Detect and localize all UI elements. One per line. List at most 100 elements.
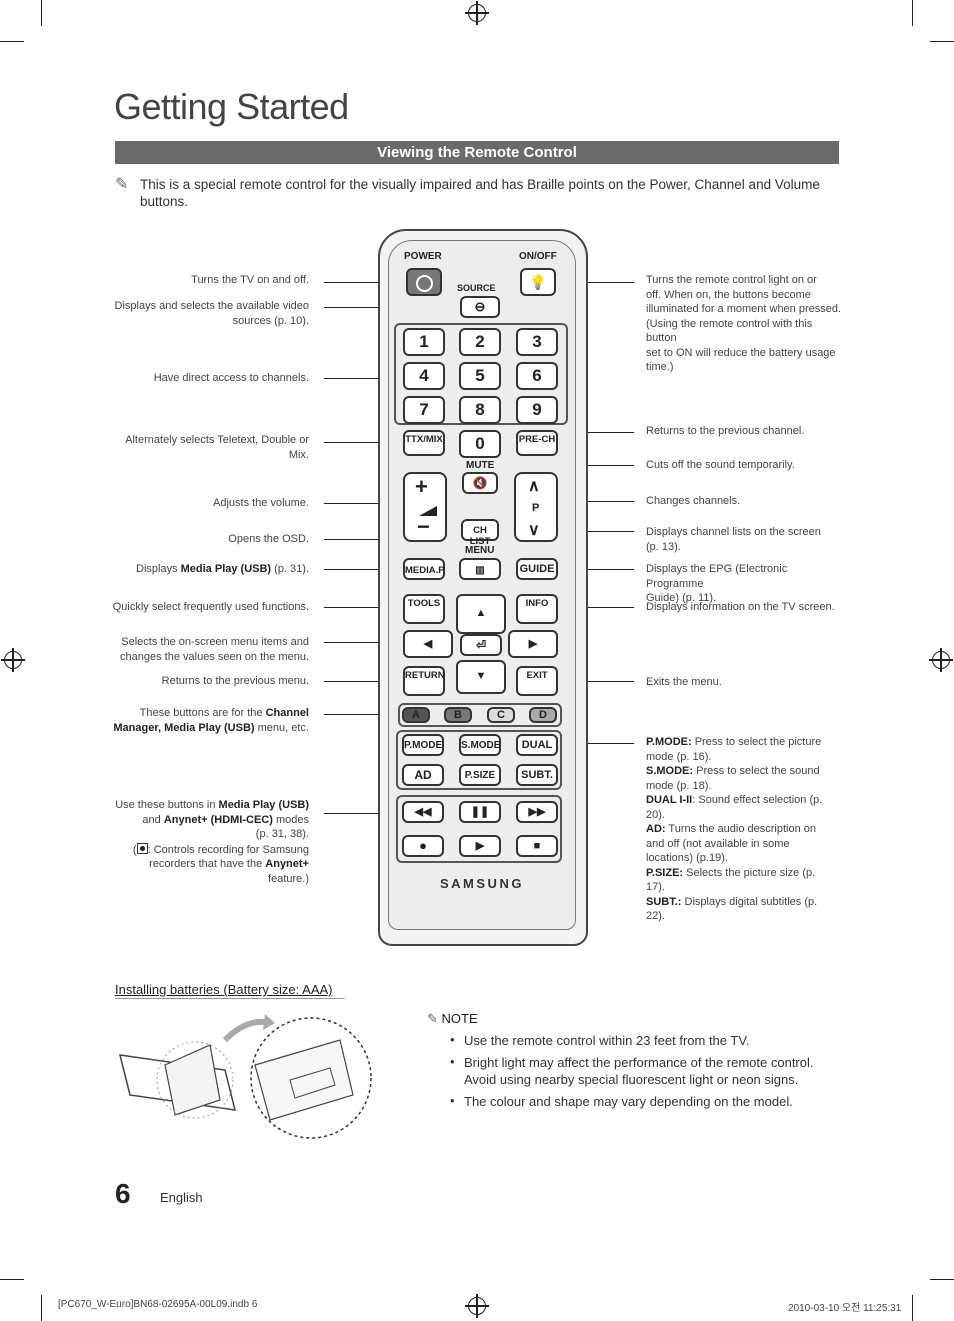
dual-button[interactable]: DUAL: [516, 734, 558, 756]
digit-4-button[interactable]: 4: [403, 362, 445, 390]
color-c-button[interactable]: C: [487, 707, 515, 723]
leader-line: [556, 681, 634, 683]
arrow-right-icon: ▶: [528, 638, 538, 650]
channel-rocker[interactable]: ∧ P ∨: [514, 472, 558, 542]
leader-line: [324, 569, 404, 571]
nav-right-button[interactable]: ▶: [508, 630, 558, 658]
source-label: SOURCE: [457, 283, 496, 293]
label-return: Returns to the previous menu.: [161, 675, 309, 687]
stop-icon: ■: [533, 840, 541, 852]
note-list: Use the remote control within 23 feet fr…: [450, 1031, 840, 1115]
label-info: Displays information on the TV screen.: [646, 601, 835, 613]
power-button[interactable]: [406, 268, 442, 296]
record-dot-icon: ●: [419, 838, 427, 853]
arrow-left-icon: ◀: [423, 638, 433, 650]
digit-7-button[interactable]: 7: [403, 396, 445, 424]
label-media-p: Displays Media Play (USB) (p. 31).: [136, 563, 309, 575]
rewind-button[interactable]: ◀◀: [402, 801, 444, 823]
pre-ch-button[interactable]: PRE-CH: [516, 430, 558, 456]
exit-button[interactable]: EXIT: [516, 666, 558, 696]
play-button[interactable]: ▶: [459, 835, 501, 857]
media-p-button[interactable]: MEDIA.P: [403, 558, 445, 580]
ad-button[interactable]: AD: [402, 764, 444, 786]
digit-8-button[interactable]: 8: [459, 396, 501, 424]
registration-mark-right: [929, 648, 953, 672]
guide-button[interactable]: GUIDE: [516, 558, 558, 580]
p-mode-button[interactable]: P.MODE: [402, 734, 444, 756]
divider: [115, 998, 345, 999]
registration-mark-top: [465, 1, 489, 25]
menu-label: MENU: [465, 545, 495, 556]
color-d-button[interactable]: D: [529, 707, 557, 723]
intro-note: ✎ This is a special remote control for t…: [115, 176, 835, 210]
source-button[interactable]: ⊖: [460, 296, 500, 318]
source-icon: ⊖: [474, 299, 486, 314]
fast-forward-button[interactable]: ▶▶: [516, 801, 558, 823]
label-mode-buttons: P.MODE: Press to select the picture mode…: [646, 736, 823, 922]
tools-button[interactable]: TOOLS: [403, 594, 445, 624]
stop-button[interactable]: ■: [516, 835, 558, 857]
leader-line: [556, 607, 634, 609]
onoff-label: ON/OFF: [519, 251, 557, 262]
nav-down-button[interactable]: ▼: [456, 660, 506, 694]
subt-button[interactable]: SUBT.: [516, 764, 558, 786]
label-exit: Exits the menu.: [646, 676, 722, 688]
onoff-button[interactable]: 💡: [520, 268, 556, 296]
digit-5-button[interactable]: 5: [459, 362, 501, 390]
nav-left-button[interactable]: ◀: [403, 630, 453, 658]
digit-2-button[interactable]: 2: [459, 328, 501, 356]
label-channel: Changes channels.: [646, 495, 741, 507]
pause-button[interactable]: ❚❚: [459, 801, 501, 823]
note-heading: ✎ NOTE: [427, 1011, 478, 1026]
speaker-mute-icon: 🔇: [472, 476, 488, 490]
pencil-icon: ✎: [115, 176, 129, 193]
ttx-mix-button[interactable]: TTX/MIX: [403, 430, 445, 456]
leader-line: [556, 282, 634, 284]
digit-1-button[interactable]: 1: [403, 328, 445, 356]
leader-line: [324, 282, 406, 284]
digit-3-button[interactable]: 3: [516, 328, 558, 356]
intro-line-1: This is a special remote control for the…: [140, 177, 820, 192]
digit-9-button[interactable]: 9: [516, 396, 558, 424]
color-b-button[interactable]: B: [444, 707, 472, 723]
enter-icon: ⏎: [475, 638, 487, 652]
nav-up-button[interactable]: ▲: [456, 594, 506, 634]
menu-icon: ▥: [475, 565, 485, 576]
record-button[interactable]: ●: [402, 835, 444, 857]
enter-button[interactable]: ⏎: [460, 634, 502, 656]
footer-date: 2010-03-10 오전 11:25:31: [788, 1303, 902, 1314]
leader-line: [324, 642, 404, 644]
pause-icon: ❚❚: [470, 806, 490, 818]
label-prech: Returns to the previous channel.: [646, 425, 805, 437]
play-icon: ▶: [475, 840, 485, 852]
label-volume: Adjusts the volume.: [213, 497, 309, 509]
label-numbers: Have direct access to channels.: [153, 372, 309, 384]
power-label: POWER: [404, 251, 442, 262]
digit-0-button[interactable]: 0: [459, 430, 501, 458]
s-mode-button[interactable]: S.MODE: [459, 734, 501, 756]
list-item: Use the remote control within 23 feet fr…: [450, 1031, 840, 1049]
footer-file: [PC670_W-Euro]BN68-02695A-00L09.indb 6: [58, 1299, 258, 1310]
pencil-icon: ✎: [427, 1011, 438, 1026]
mute-label: MUTE: [466, 460, 495, 471]
return-button[interactable]: RETURN: [403, 666, 445, 696]
color-a-button[interactable]: A: [402, 707, 430, 723]
leader-line: [324, 681, 404, 683]
info-button[interactable]: INFO: [516, 594, 558, 624]
leader-line: [324, 813, 398, 815]
mute-button[interactable]: 🔇: [462, 472, 498, 494]
leader-line: [556, 569, 634, 571]
volume-rocker[interactable]: + −: [403, 472, 447, 542]
playback-buttons-frame: [396, 795, 562, 863]
ch-list-button[interactable]: CH LIST: [461, 519, 499, 547]
batteries-heading: Installing batteries (Battery size: AAA): [115, 982, 333, 997]
menu-button[interactable]: ▥: [459, 558, 501, 580]
p-size-button[interactable]: P.SIZE: [459, 764, 501, 786]
digit-6-button[interactable]: 6: [516, 362, 558, 390]
mode-buttons-frame: [396, 730, 562, 790]
number-pad-frame: [394, 323, 568, 425]
label-mute: Cuts off the sound temporarily.: [646, 459, 795, 471]
